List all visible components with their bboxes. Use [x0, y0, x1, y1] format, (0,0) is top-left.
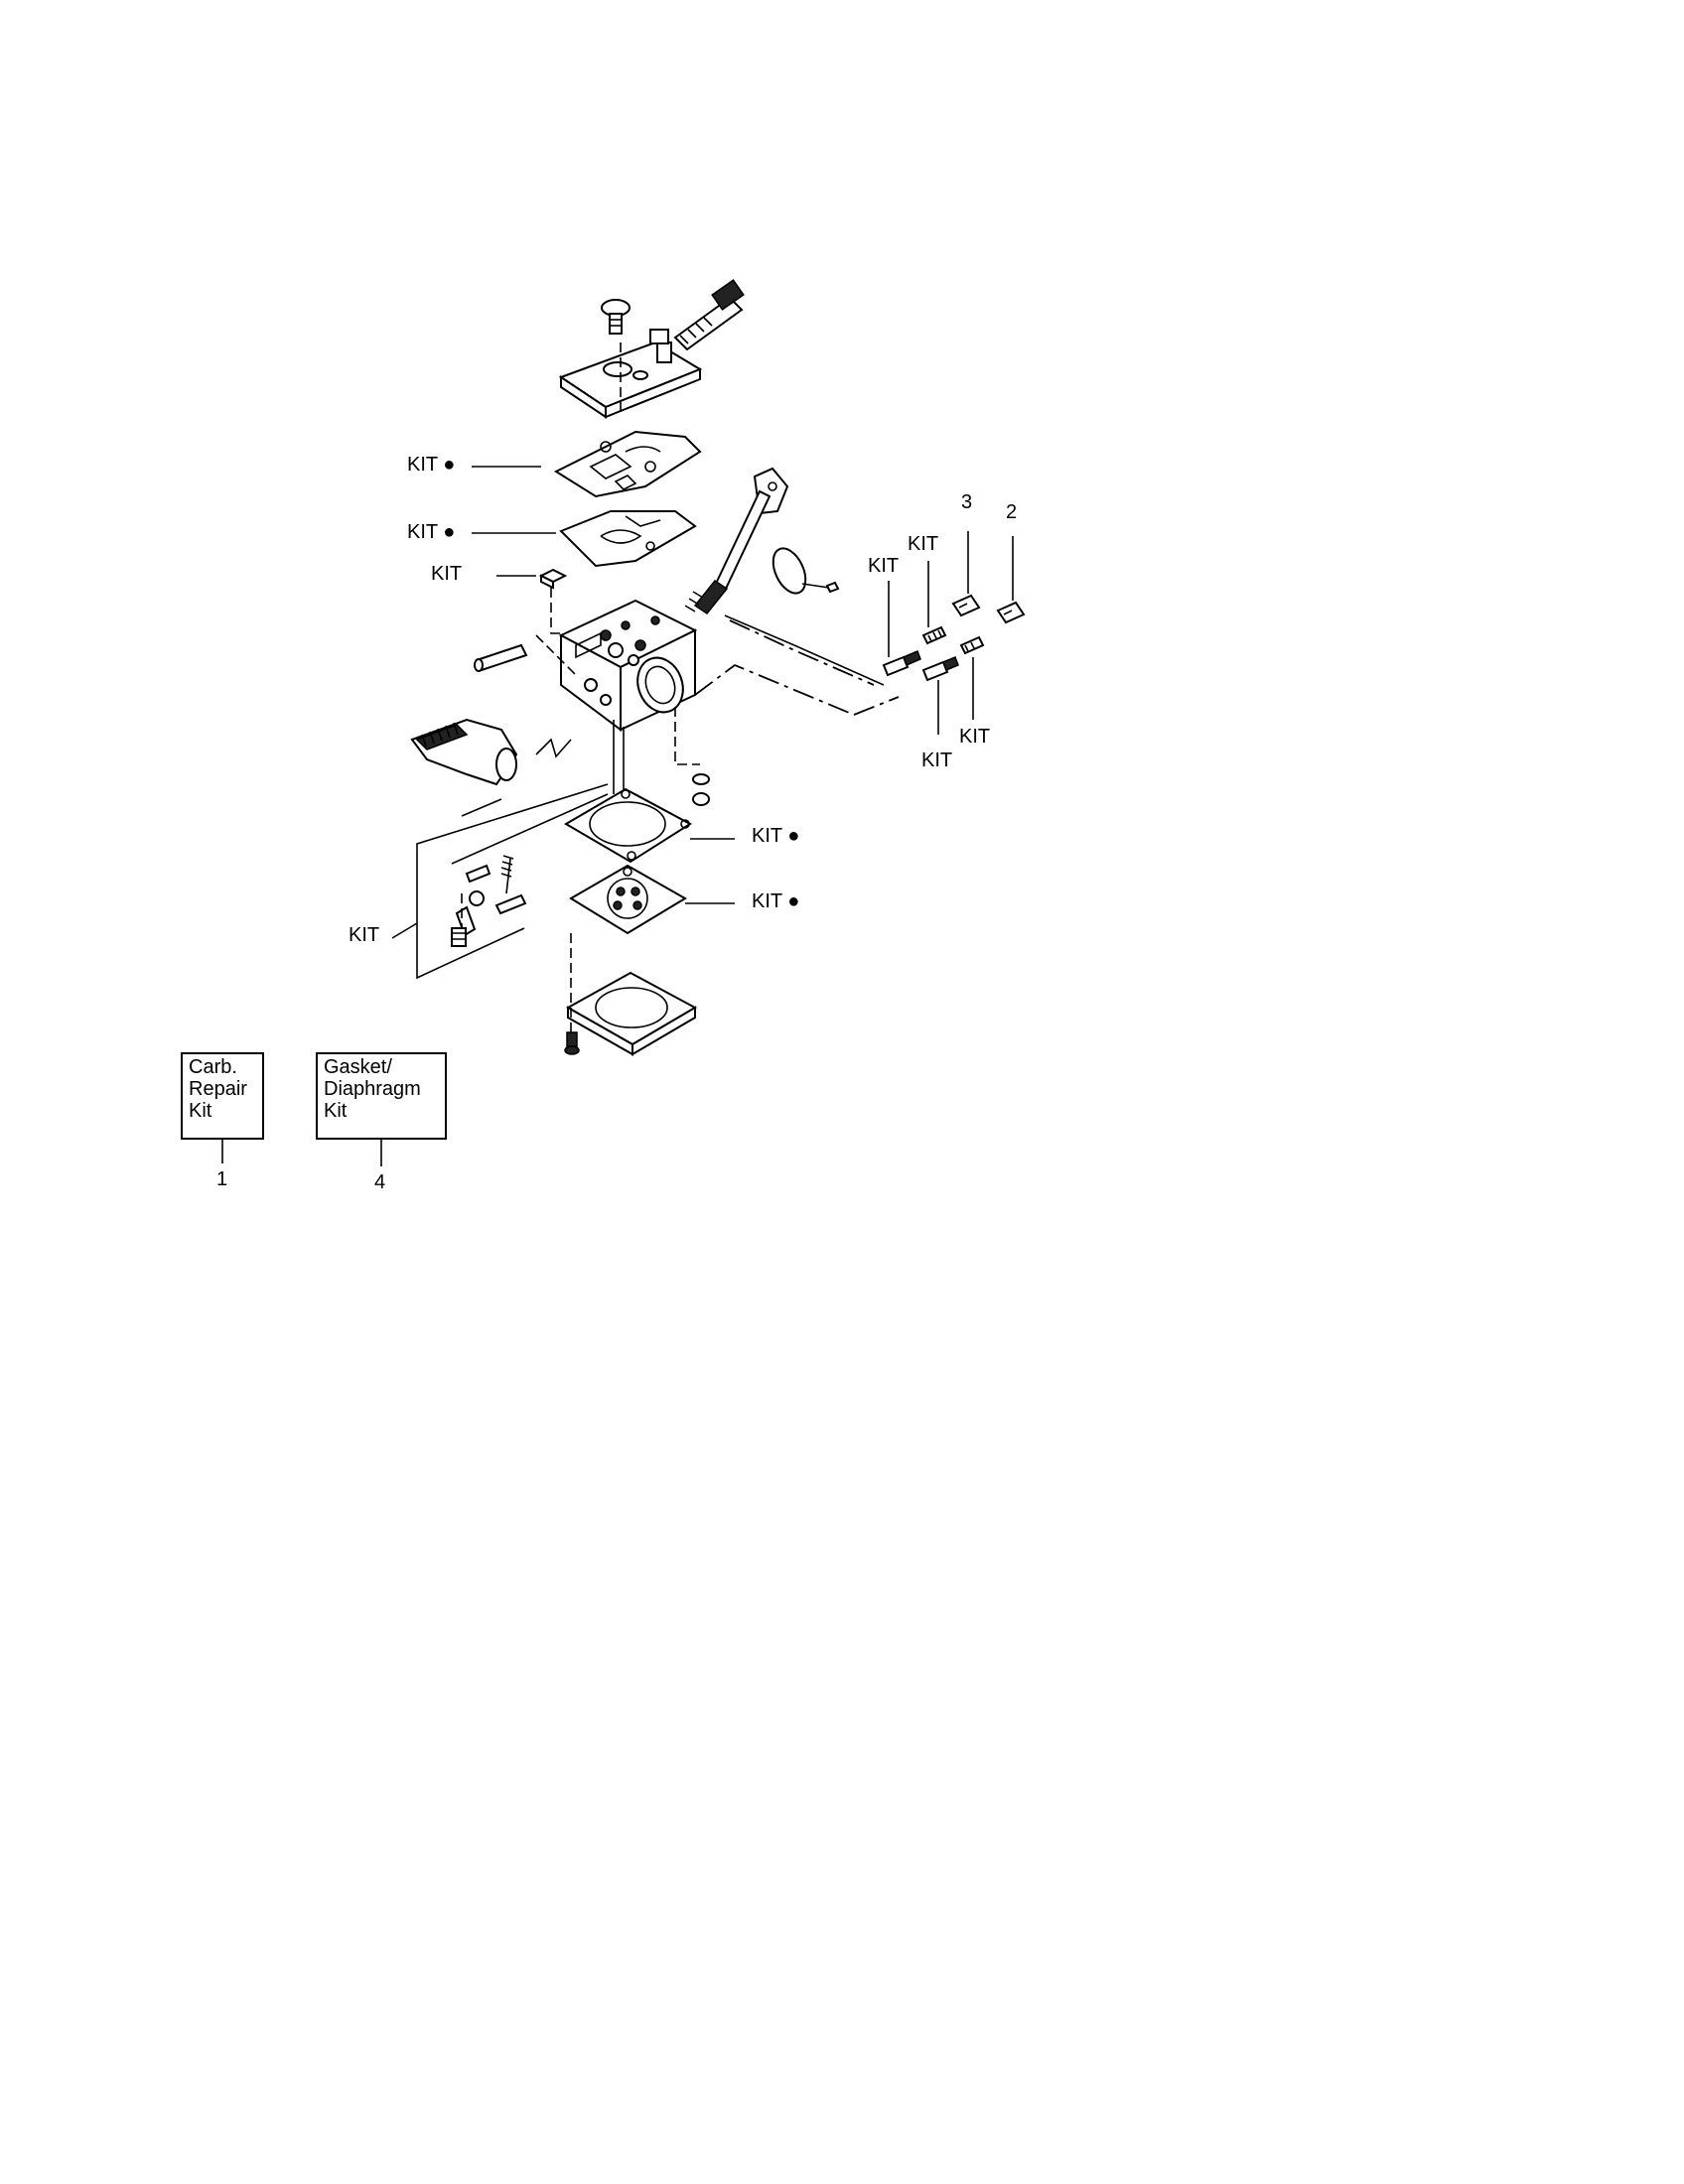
kit-label-needle-mid: KIT [908, 533, 939, 555]
legend-carb-line-3: Kit [189, 1100, 212, 1122]
callout-2: 2 [1006, 501, 1018, 523]
choke-axis [535, 634, 577, 676]
legend-carb-line-1: Carb. [189, 1056, 237, 1078]
needle-left-upper [882, 650, 921, 677]
needle-left-lower [921, 625, 947, 645]
carburetor-body [558, 599, 698, 732]
metering-gasket [564, 787, 692, 864]
kit-label-gasket-bottom: KIT ● [752, 825, 800, 847]
legend-gasket-line-2: Diaphragm [324, 1078, 421, 1100]
guide-line-upper [724, 614, 885, 686]
choke-shaft [474, 643, 528, 672]
metering-diaphragm [569, 864, 687, 935]
bracket-inner-upper [451, 793, 609, 865]
kit-label-top-gasket: KIT ● [407, 454, 456, 476]
kit-label-lower-mid: KIT [921, 750, 953, 771]
legend-gasket-line-1: Gasket/ [324, 1056, 392, 1078]
bracket-inner-top [461, 798, 502, 817]
bottom-screw [564, 1031, 580, 1055]
legend-carb-repair-kit: Carb. Repair Kit [181, 1052, 264, 1140]
fuel-screen [538, 568, 568, 590]
plug-washer [692, 773, 710, 806]
throttle-valve [772, 547, 840, 595]
throttle-shaft [684, 467, 789, 615]
legend-gasket-number: 4 [374, 1171, 386, 1193]
callout-3: 3 [961, 491, 973, 513]
legend-carb-line-2: Repair [189, 1078, 247, 1100]
pump-cover [558, 329, 703, 419]
body-axis-right [674, 707, 700, 765]
guide-line-upper-dash [729, 619, 875, 686]
metering-cover [565, 971, 698, 1056]
legend-carb-number: 1 [216, 1168, 228, 1190]
kit-label-lever: KIT [349, 924, 380, 946]
bracket-lever-group [416, 783, 609, 980]
kit-label-pump-diaphragm: KIT ● [407, 521, 456, 543]
pump-diaphragm [559, 510, 697, 568]
guide-line-lower-end [853, 696, 900, 716]
limiter-cap-3 [951, 594, 981, 617]
choke-lever-zigzag [535, 738, 572, 758]
top-needle-spring [673, 279, 745, 351]
pump-gasket [553, 430, 702, 498]
needle-right-upper [921, 656, 959, 682]
legend-gasket-line-3: Kit [324, 1100, 348, 1122]
needle-right-lower [959, 635, 985, 655]
kit-label-screen: KIT [431, 563, 463, 585]
inlet-needle-assembly [451, 855, 527, 947]
kit-label-lower-right: KIT [959, 726, 991, 748]
top-screw [601, 299, 631, 335]
kit-label-needle-left: KIT [868, 555, 900, 577]
choke-lever [410, 718, 518, 786]
leader-lever [391, 922, 418, 939]
limiter-cap-2 [996, 601, 1026, 624]
legend-gasket-diaphragm-kit: Gasket/ Diaphragm Kit [316, 1052, 447, 1140]
kit-label-diaphragm-bottom: KIT ● [752, 890, 800, 912]
guide-line-lower [694, 663, 855, 716]
